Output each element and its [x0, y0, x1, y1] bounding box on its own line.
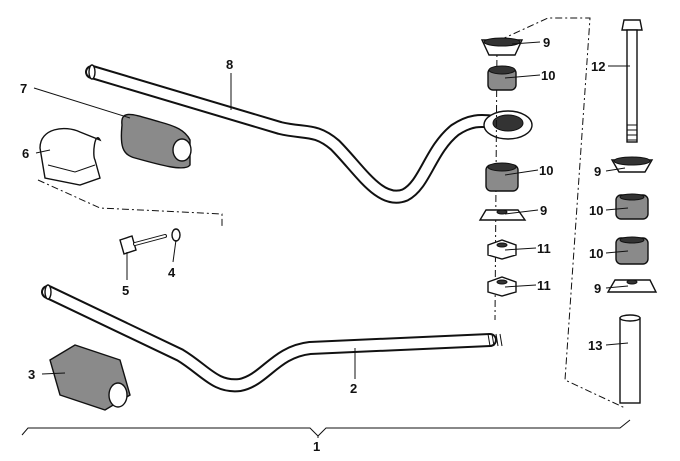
callout-10-bushing-mid: 10	[539, 163, 553, 178]
link-stack-left	[478, 37, 527, 297]
callout-9-right-bottom: 9	[594, 281, 601, 296]
washer	[171, 228, 181, 242]
bushing-lower	[49, 344, 131, 411]
stabilizer-bar-upper	[85, 64, 533, 204]
stabilizer-bar-lower	[41, 284, 503, 393]
callout-3: 3	[28, 367, 35, 382]
callout-4: 4	[168, 265, 176, 280]
callout-7: 7	[20, 81, 27, 96]
callout-13: 13	[588, 338, 602, 353]
assembly-bracket	[21, 419, 631, 437]
callout-12: 12	[591, 59, 605, 74]
bushing-upper	[120, 113, 192, 169]
callout-9-washer-top: 9	[543, 35, 550, 50]
bolt	[119, 234, 167, 255]
bracket	[39, 128, 102, 186]
callout-9-washer-mid: 9	[540, 203, 547, 218]
callout-10-right-top: 10	[589, 203, 603, 218]
callout-11-nut-bottom: 11	[537, 278, 551, 293]
thread	[487, 333, 503, 347]
callout-5: 5	[122, 283, 129, 298]
callout-8: 8	[226, 57, 233, 72]
callout-11-nut-top: 11	[537, 241, 551, 256]
callout-2: 2	[350, 381, 357, 396]
link-stack-right	[606, 19, 658, 404]
callout-6: 6	[22, 146, 29, 161]
leader-lines	[33, 41, 630, 438]
callout-1: 1	[313, 439, 320, 454]
callout-10-right-bottom: 10	[589, 246, 603, 261]
callout-10-bushing-top: 10	[541, 68, 555, 83]
callout-9-right-top: 9	[594, 164, 601, 179]
